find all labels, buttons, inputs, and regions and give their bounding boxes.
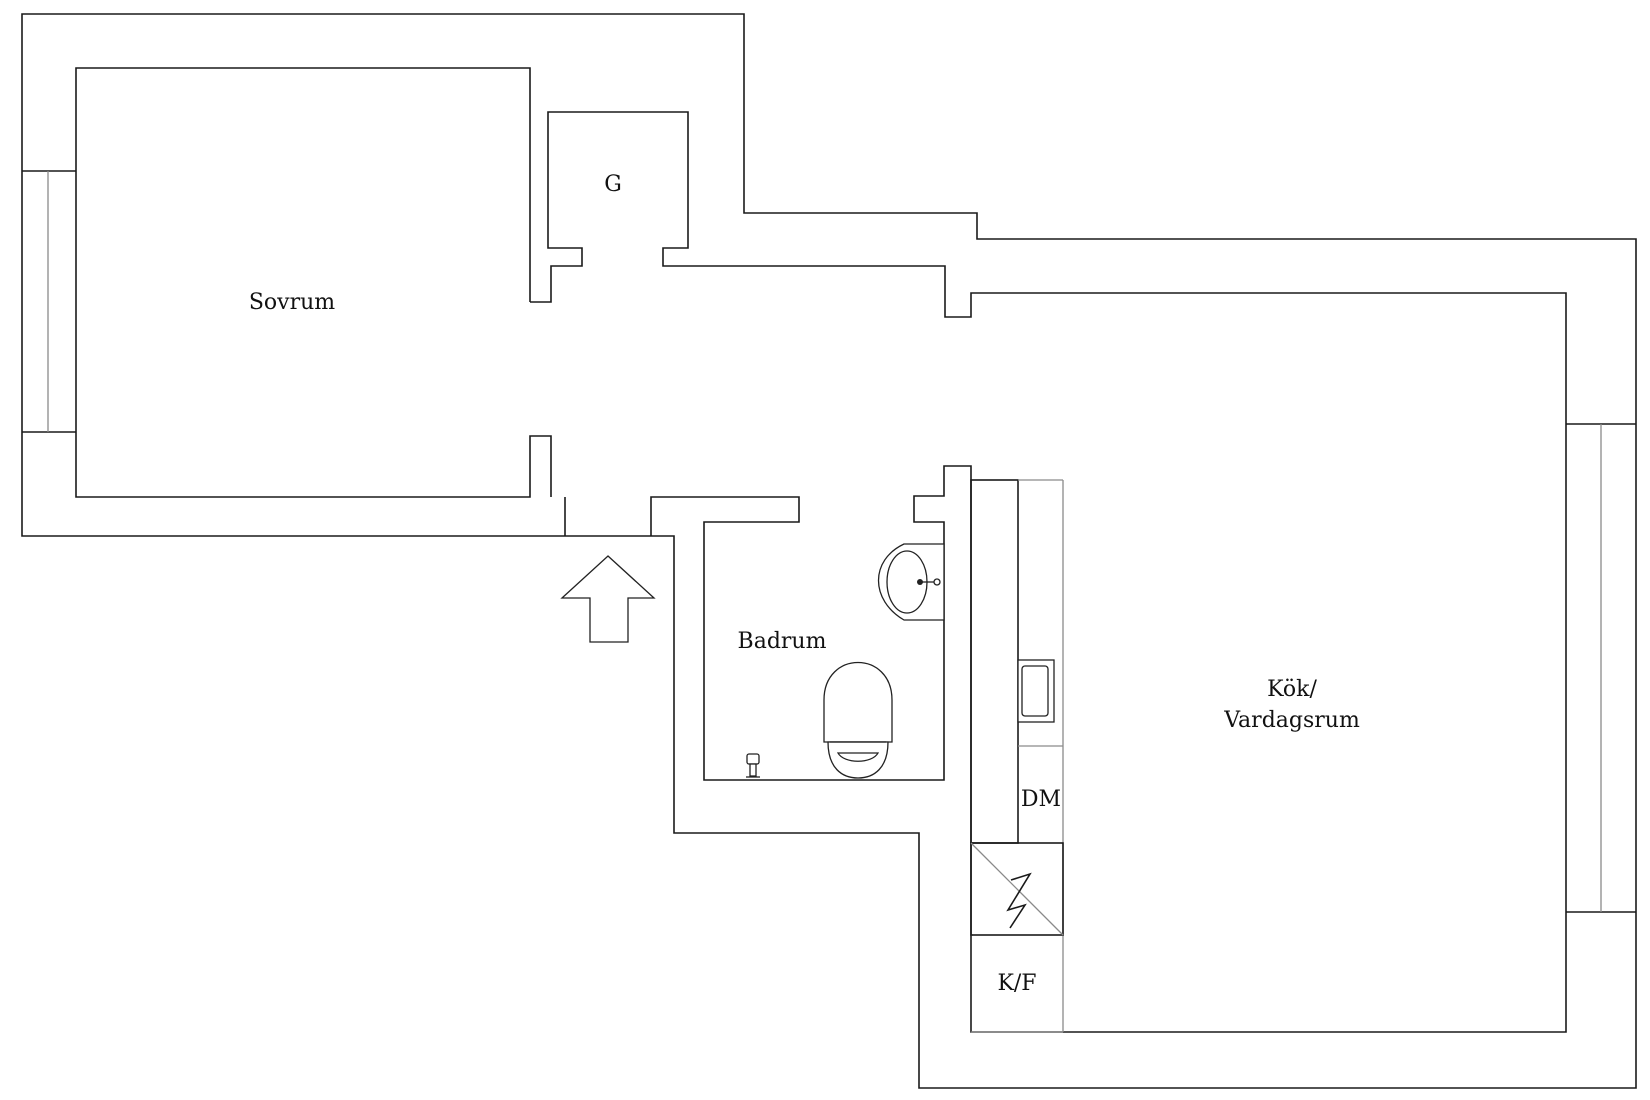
outer-wall — [21, 13, 1637, 1089]
floor-drain-icon — [746, 753, 760, 778]
room-label-kf: K/F — [997, 971, 1036, 996]
room-label-sovrum: Sovrum — [249, 290, 335, 315]
bedroom-wall — [75, 67, 552, 498]
kitchen-counter — [970, 479, 1064, 1033]
sink-icon — [878, 543, 945, 621]
room-label-dm: DM — [1021, 787, 1061, 812]
bedroom-door-jamb — [530, 111, 1567, 1033]
room-label-badrum: Badrum — [738, 629, 827, 654]
kitchen-sink-icon — [1017, 659, 1055, 723]
window-left — [22, 170, 76, 433]
entrance-arrow-icon — [560, 555, 656, 643]
room-label-kok: Kök/ — [1267, 677, 1317, 702]
room-label-g: G — [604, 172, 622, 197]
room-label-vardagsrum: Vardagsrum — [1223, 708, 1360, 733]
bathroom-wall — [650, 465, 973, 1033]
stove-icon — [970, 842, 1064, 936]
toilet-icon — [823, 662, 893, 779]
window-right — [1566, 423, 1636, 913]
